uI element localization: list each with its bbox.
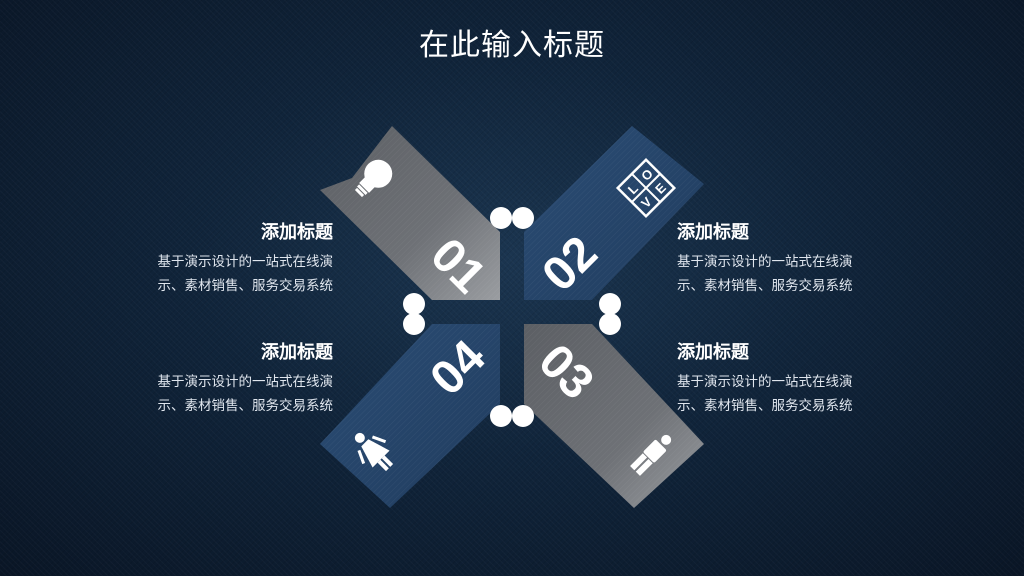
item-01-text: 添加标题 基于演示设计的一站式在线演 示、素材销售、服务交易系统 [133,218,334,298]
item-03-body-line2: 示、素材销售、服务交易系统 [677,398,853,414]
arrow-04 [320,324,500,508]
item-03-text: 添加标题 基于演示设计的一站式在线演 示、素材销售、服务交易系统 [677,338,877,418]
item-04-body: 基于演示设计的一站式在线演 示、素材销售、服务交易系统 [133,370,334,418]
connector-bottom [490,405,534,427]
connectors [403,207,621,427]
arrow-03 [524,324,704,508]
item-02-body-line2: 示、素材销售、服务交易系统 [677,278,853,294]
item-02-body: 基于演示设计的一站式在线演 示、素材销售、服务交易系统 [677,250,877,298]
item-04-text: 添加标题 基于演示设计的一站式在线演 示、素材销售、服务交易系统 [133,338,334,418]
item-02-text: 添加标题 基于演示设计的一站式在线演 示、素材销售、服务交易系统 [677,218,877,298]
item-04-heading: 添加标题 [261,342,333,363]
item-02-body-line1: 基于演示设计的一站式在线演 [677,254,853,270]
woman-icon [354,432,394,472]
item-03-heading: 添加标题 [677,342,749,363]
item-01-body-line1: 基于演示设计的一站式在线演 [157,254,334,270]
man-icon [630,434,672,476]
item-01-body: 基于演示设计的一站式在线演 示、素材销售、服务交易系统 [133,250,334,298]
item-03-body-line1: 基于演示设计的一站式在线演 [677,374,853,390]
item-01-body-line2: 示、素材销售、服务交易系统 [157,278,334,294]
connector-top [490,207,534,229]
connector-right [599,293,621,335]
item-04-body-line1: 基于演示设计的一站式在线演 [157,374,334,390]
connector-left [403,293,425,335]
x-arrow-diagram: 01 02 03 04 L O V E [320,126,704,508]
item-02-heading: 添加标题 [677,222,749,243]
item-03-body: 基于演示设计的一站式在线演 示、素材销售、服务交易系统 [677,370,877,418]
slide-title: 在此输入标题 [419,28,605,63]
item-04-body-line2: 示、素材销售、服务交易系统 [157,398,334,414]
item-01-heading: 添加标题 [261,222,333,243]
lightbulb-icon [354,159,393,198]
arrow-02 [524,126,704,300]
